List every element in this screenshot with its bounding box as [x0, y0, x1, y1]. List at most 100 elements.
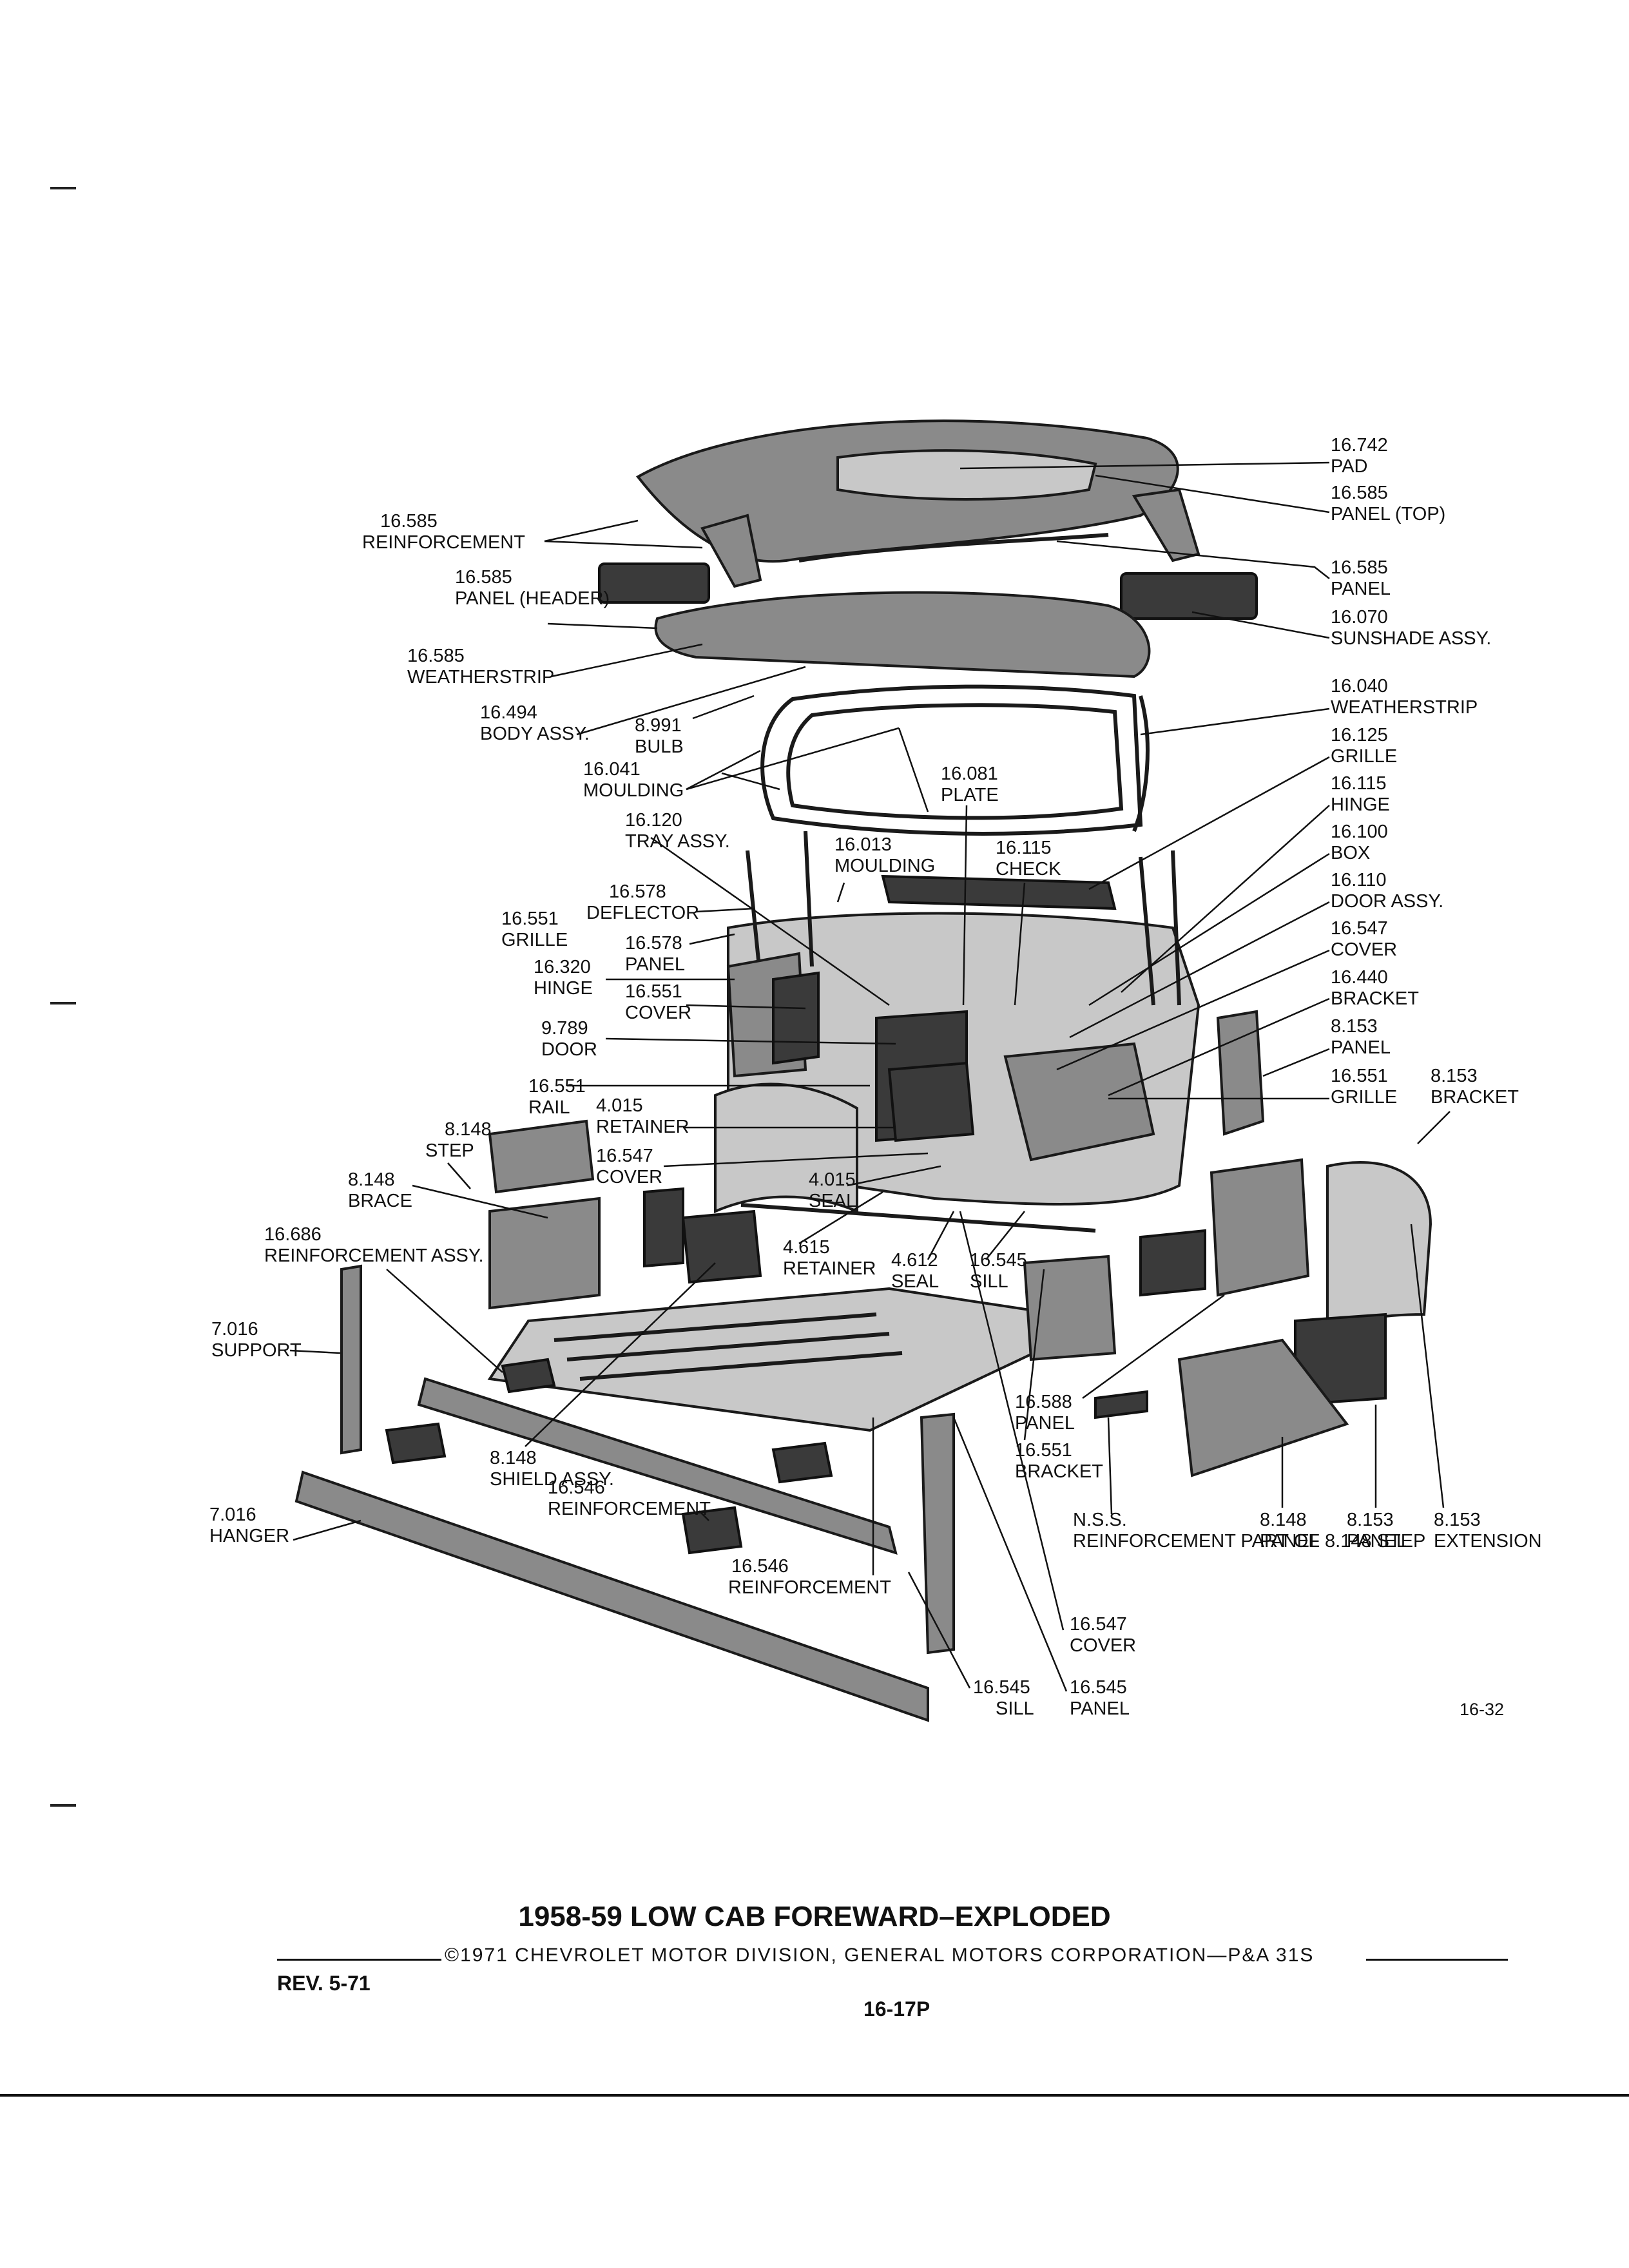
callout-cover-right: 16.547 COVER	[1056, 918, 1397, 1071]
svg-text:DEFLECTOR: DEFLECTOR	[586, 903, 699, 923]
header-panel-shape	[654, 591, 1151, 678]
callout-extension: 8.153 EXTENSION	[1410, 1224, 1542, 1552]
svg-text:COVER: COVER	[1331, 939, 1397, 960]
callout-cover-mid: 16.547 COVER	[596, 1146, 929, 1187]
figure-number: 16-32	[1460, 1700, 1505, 1719]
svg-text:16.546: 16.546	[731, 1556, 789, 1577]
callout-panel-8153: 8.153 PANEL	[1262, 1016, 1391, 1077]
door-panel-left	[643, 1187, 684, 1268]
svg-text:REINFORCEMENT: REINFORCEMENT	[362, 532, 525, 553]
callout-door-left: 9.789 DOOR	[541, 1018, 896, 1060]
callout-panel-header: 16.585 PANEL (HEADER)	[455, 567, 658, 629]
svg-text:HANGER: HANGER	[209, 1526, 289, 1546]
callout-door-assy: 16.110 DOOR ASSY.	[1069, 870, 1443, 1039]
svg-text:16.588: 16.588	[1015, 1392, 1072, 1412]
door-assy	[887, 1061, 975, 1142]
svg-text:16.585: 16.585	[380, 511, 438, 532]
svg-text:8.153: 8.153	[1434, 1510, 1481, 1530]
svg-text:16.742: 16.742	[1331, 435, 1388, 456]
svg-text:4.612: 4.612	[891, 1250, 938, 1271]
callout-cover-lower: 16.547 COVER	[959, 1211, 1136, 1656]
a-pillar-right	[1139, 856, 1155, 1006]
callout-reinforcement-16546-upper: 16.546 REINFORCEMENT	[548, 1477, 711, 1521]
svg-text:SEAL: SEAL	[891, 1271, 939, 1292]
callout-nss-reinforcement: N.S.S. REINFORCEMENT PART OF 8.148 STEP	[1073, 1417, 1425, 1552]
svg-text:COVER: COVER	[625, 1003, 691, 1023]
callout-tray-assy: 16.120 TRAY ASSY.	[625, 810, 890, 1006]
roof-edge-strip	[798, 533, 1109, 562]
callout-reinforcement-16546-lower: 16.546 REINFORCEMENT	[728, 1418, 891, 1598]
svg-text:SHIELD ASSY.: SHIELD ASSY.	[490, 1469, 614, 1490]
callout-support: 7.016 SUPPORT	[211, 1319, 341, 1361]
cowl-grille	[881, 874, 1117, 910]
svg-text:16.578: 16.578	[625, 933, 682, 954]
svg-text:PANEL: PANEL	[1260, 1531, 1320, 1552]
svg-text:7.016: 7.016	[209, 1504, 256, 1525]
svg-text:RETAINER: RETAINER	[783, 1258, 876, 1279]
engine-cover	[1003, 1042, 1155, 1162]
svg-text:SEAL: SEAL	[809, 1191, 856, 1211]
callout-pad: 16.742 PAD	[959, 435, 1388, 477]
svg-text:COVER: COVER	[1070, 1635, 1136, 1656]
svg-text:SILL: SILL	[996, 1698, 1034, 1719]
svg-text:16.115: 16.115	[996, 838, 1052, 858]
svg-text:PAD: PAD	[1331, 456, 1367, 477]
svg-text:PANEL: PANEL	[1331, 1037, 1391, 1058]
callout-brace: 8.148 BRACE	[348, 1169, 548, 1219]
callout-bracket-16551: 16.551 BRACKET	[1015, 1269, 1103, 1482]
page-title: 1958-59 LOW CAB FOREWARD–EXPLODED	[518, 1901, 1111, 1932]
rear-pillar-right	[1132, 488, 1200, 562]
svg-text:HINGE: HINGE	[1331, 794, 1390, 815]
rule-right	[1366, 1959, 1508, 1961]
callout-reinforcement-top: 16.585 REINFORCEMENT	[362, 511, 703, 553]
callout-bracket-8153: 8.153 BRACKET	[1417, 1066, 1519, 1144]
callout-check: 16.115 CHECK	[996, 838, 1061, 1006]
callout-sunshade: 16.070 SUNSHADE ASSY.	[1191, 607, 1491, 649]
svg-text:STEP: STEP	[425, 1140, 474, 1161]
svg-text:RAIL: RAIL	[528, 1097, 570, 1118]
callout-panel: 16.585 PANEL	[1056, 540, 1391, 599]
svg-text:MOULDING: MOULDING	[583, 780, 684, 801]
callout-bulb: 8.991 BULB	[635, 695, 755, 757]
svg-text:16.100: 16.100	[1331, 822, 1388, 842]
svg-text:16.686: 16.686	[264, 1224, 322, 1245]
page-number: 16-17P	[863, 1997, 930, 2021]
callout-panel-8153-lower: 8.153 PANEL	[1347, 1405, 1407, 1552]
svg-text:4.615: 4.615	[783, 1237, 830, 1258]
reinforcement-bracket-2	[385, 1422, 447, 1465]
svg-text:16.545: 16.545	[970, 1250, 1027, 1271]
callout-body-assy: 16.494 BODY ASSY.	[480, 666, 806, 744]
callout-step: 8.148 STEP	[425, 1119, 492, 1189]
callout-weatherstrip-right: 16.040 WEATHERSTRIP	[1140, 676, 1478, 736]
svg-text:PANEL: PANEL	[1331, 579, 1391, 599]
svg-text:PLATE: PLATE	[941, 785, 999, 805]
svg-text:16.110: 16.110	[1331, 870, 1387, 890]
callout-shield-assy: 8.148 SHIELD ASSY.	[490, 1262, 716, 1490]
callout-panel-16545: 16.545 PANEL	[952, 1417, 1130, 1719]
svg-text:BRACKET: BRACKET	[1015, 1461, 1103, 1482]
svg-text:BRACKET: BRACKET	[1331, 988, 1419, 1009]
svg-text:PANEL (TOP): PANEL (TOP)	[1331, 504, 1445, 524]
step-panel-right	[1177, 1338, 1349, 1477]
callout-box: 16.100 BOX	[1088, 822, 1388, 1006]
svg-text:16.081: 16.081	[941, 764, 998, 784]
svg-text:4.015: 4.015	[809, 1169, 856, 1190]
a-pillar-left-2	[804, 831, 814, 967]
callout-rail: 16.551 RAIL	[528, 1076, 870, 1118]
bottom-rule	[0, 2094, 1629, 2097]
callout-moulding-cowl: 16.013 MOULDING	[834, 834, 935, 903]
revision-label: REV. 5-71	[277, 1972, 371, 1995]
svg-text:4.015: 4.015	[596, 1095, 643, 1116]
grille-left	[772, 971, 820, 1065]
callout-retainer-lower: 4.615 RETAINER	[783, 1191, 883, 1279]
svg-text:16.551: 16.551	[501, 908, 559, 929]
callout-grille-top: 16.125 GRILLE	[1088, 725, 1397, 890]
sunshade-left	[598, 562, 710, 604]
svg-text:BRACE: BRACE	[348, 1191, 412, 1211]
svg-text:BODY ASSY.: BODY ASSY.	[480, 724, 590, 744]
svg-text:16.585: 16.585	[455, 567, 512, 588]
svg-text:16.040: 16.040	[1331, 676, 1388, 697]
svg-text:16.494: 16.494	[480, 702, 537, 723]
sill-bar-center	[740, 1203, 1096, 1233]
